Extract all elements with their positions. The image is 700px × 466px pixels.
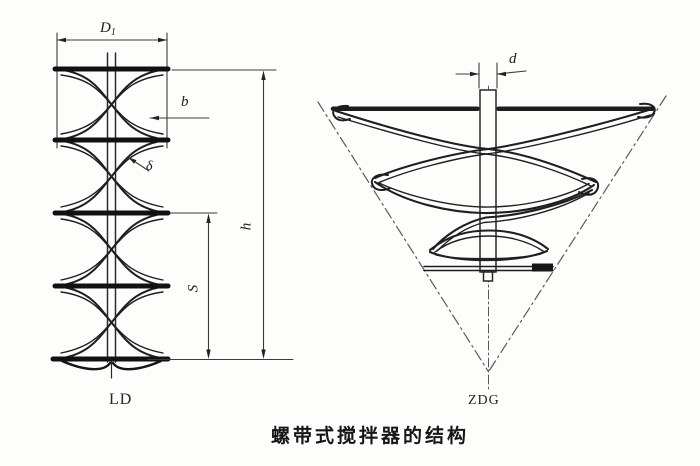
label-ribbon-thickness: δ	[146, 159, 153, 174]
zdg-dimension-arrows	[470, 71, 506, 77]
ld-dimension-arrows	[57, 37, 266, 359]
zdg-diagram	[317, 62, 667, 392]
label-pitch: S	[185, 284, 202, 293]
ld-dimension-lines	[56, 39, 294, 361]
label-zdg-type: ZDG	[468, 393, 500, 408]
zdg-cone-lines	[317, 95, 667, 372]
ld-shaft-icon	[106, 52, 117, 379]
zdg-shaft-icon	[479, 89, 497, 282]
label-shaft-diameter: d	[509, 51, 517, 67]
ld-ribbon-bars	[50, 66, 171, 362]
zdg-ribbon-end-caps	[332, 102, 656, 196]
label-height: h	[238, 222, 255, 231]
label-ribbon-diameter: D1	[100, 20, 116, 38]
zdg-bottom-bar	[423, 265, 554, 272]
label-ld-type: LD	[109, 391, 133, 408]
ld-diagram	[50, 32, 294, 379]
label-ribbon-width: b	[181, 94, 189, 110]
figure-caption: 螺带式搅拌器的结构	[270, 426, 469, 447]
